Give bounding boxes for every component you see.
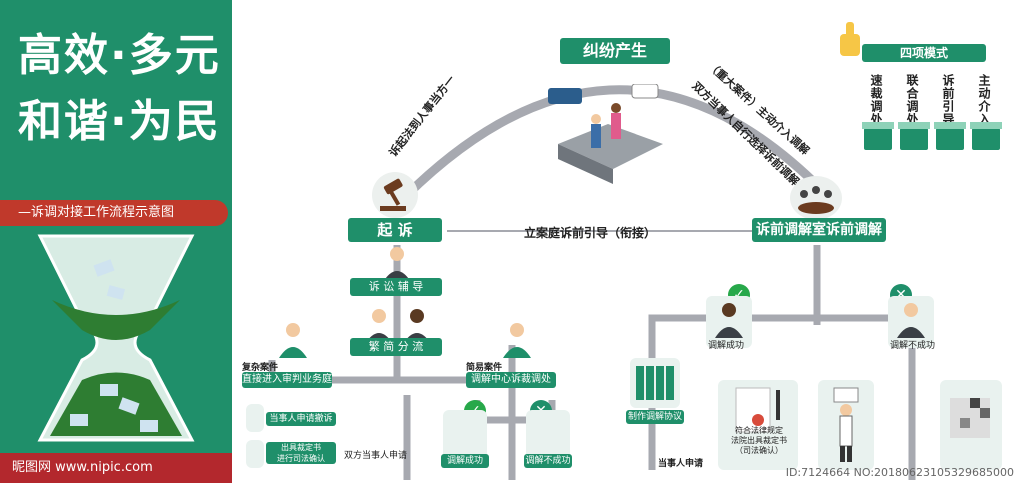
modes-title: 四项模式 bbox=[862, 44, 986, 62]
person-icon bbox=[276, 320, 310, 358]
watermark-banner: 昵图网 www.nipic.com bbox=[0, 453, 232, 483]
dispute-scene bbox=[548, 83, 668, 184]
image-id-watermark: ID:7124664 NO:20180623105329685000 bbox=[785, 466, 1014, 479]
complex-tag: 复杂案件 bbox=[242, 363, 279, 373]
mode-box-icon-1 bbox=[862, 122, 894, 150]
pixel-doc-card bbox=[940, 380, 1002, 470]
success-label-2: 调解成功 bbox=[708, 341, 745, 351]
mode-item-1: 速裁调处 bbox=[869, 74, 883, 126]
meeting-icon bbox=[790, 176, 842, 220]
simple-tag: 简易案件 bbox=[466, 363, 503, 373]
mode-item-3: 诉前引导 bbox=[941, 74, 955, 126]
binders-icon bbox=[630, 358, 680, 408]
legal-doc-label: 符合法律规定 法院出具裁定书 （司法确认） bbox=[731, 426, 787, 455]
center-label: 调解中心诉裁调处 bbox=[466, 372, 556, 388]
legal-doc-card bbox=[718, 380, 798, 470]
mode-box-icon-2 bbox=[898, 122, 930, 150]
link-label: 立案庭诉前引导（衔接） bbox=[524, 226, 657, 240]
dispute-label: 纠纷产生 bbox=[560, 38, 670, 64]
doc-icon bbox=[246, 404, 264, 432]
hourglass-icon bbox=[37, 234, 195, 442]
subtitle-banner: —诉调对接工作流程示意图 bbox=[0, 200, 228, 226]
left-panel: 高效·多元 和谐·为民 —诉调对接工作流程示意图 昵图网 www.nipic.c… bbox=[0, 0, 232, 483]
ruling-label: 出具裁定书 进行司法确认 bbox=[266, 442, 336, 464]
split-label: 繁 简 分 流 bbox=[350, 338, 442, 356]
mode-box-icon-4 bbox=[970, 122, 1002, 150]
plaintiff-card bbox=[818, 380, 874, 470]
premediation-label: 诉前调解室诉前调解 bbox=[752, 218, 886, 242]
person-icon bbox=[712, 300, 746, 338]
guide-label: 诉 讼 辅 导 bbox=[350, 278, 442, 296]
sue-label: 起 诉 bbox=[348, 218, 442, 242]
fail-label-2: 调解不成功 bbox=[890, 341, 936, 351]
mode-item-4: 主动介入 bbox=[977, 74, 991, 126]
party-apply-label: 当事人申请 bbox=[658, 459, 704, 469]
person-icon bbox=[500, 320, 534, 358]
title-line-2: 和谐·为民 bbox=[18, 96, 221, 147]
agreement-label: 制作调解协议 bbox=[626, 410, 684, 424]
complex-label: 直接进入审判业务庭 bbox=[242, 372, 332, 388]
withdraw-label: 当事人申请撤诉 bbox=[266, 412, 336, 426]
mode-box-icon-3 bbox=[934, 122, 966, 150]
doc-icon bbox=[246, 440, 264, 468]
person-icon bbox=[894, 300, 928, 338]
gavel-icon bbox=[372, 172, 418, 218]
success-label: 调解成功 bbox=[441, 454, 489, 468]
thumbs-up-icon bbox=[836, 20, 864, 58]
title-line-1: 高效·多元 bbox=[18, 30, 221, 81]
mode-item-2: 联合调处 bbox=[905, 74, 919, 126]
person-icon bbox=[380, 244, 414, 282]
both-apply-label: 双方当事人申请 bbox=[344, 451, 408, 461]
fail-label: 调解不成功 bbox=[524, 454, 572, 468]
